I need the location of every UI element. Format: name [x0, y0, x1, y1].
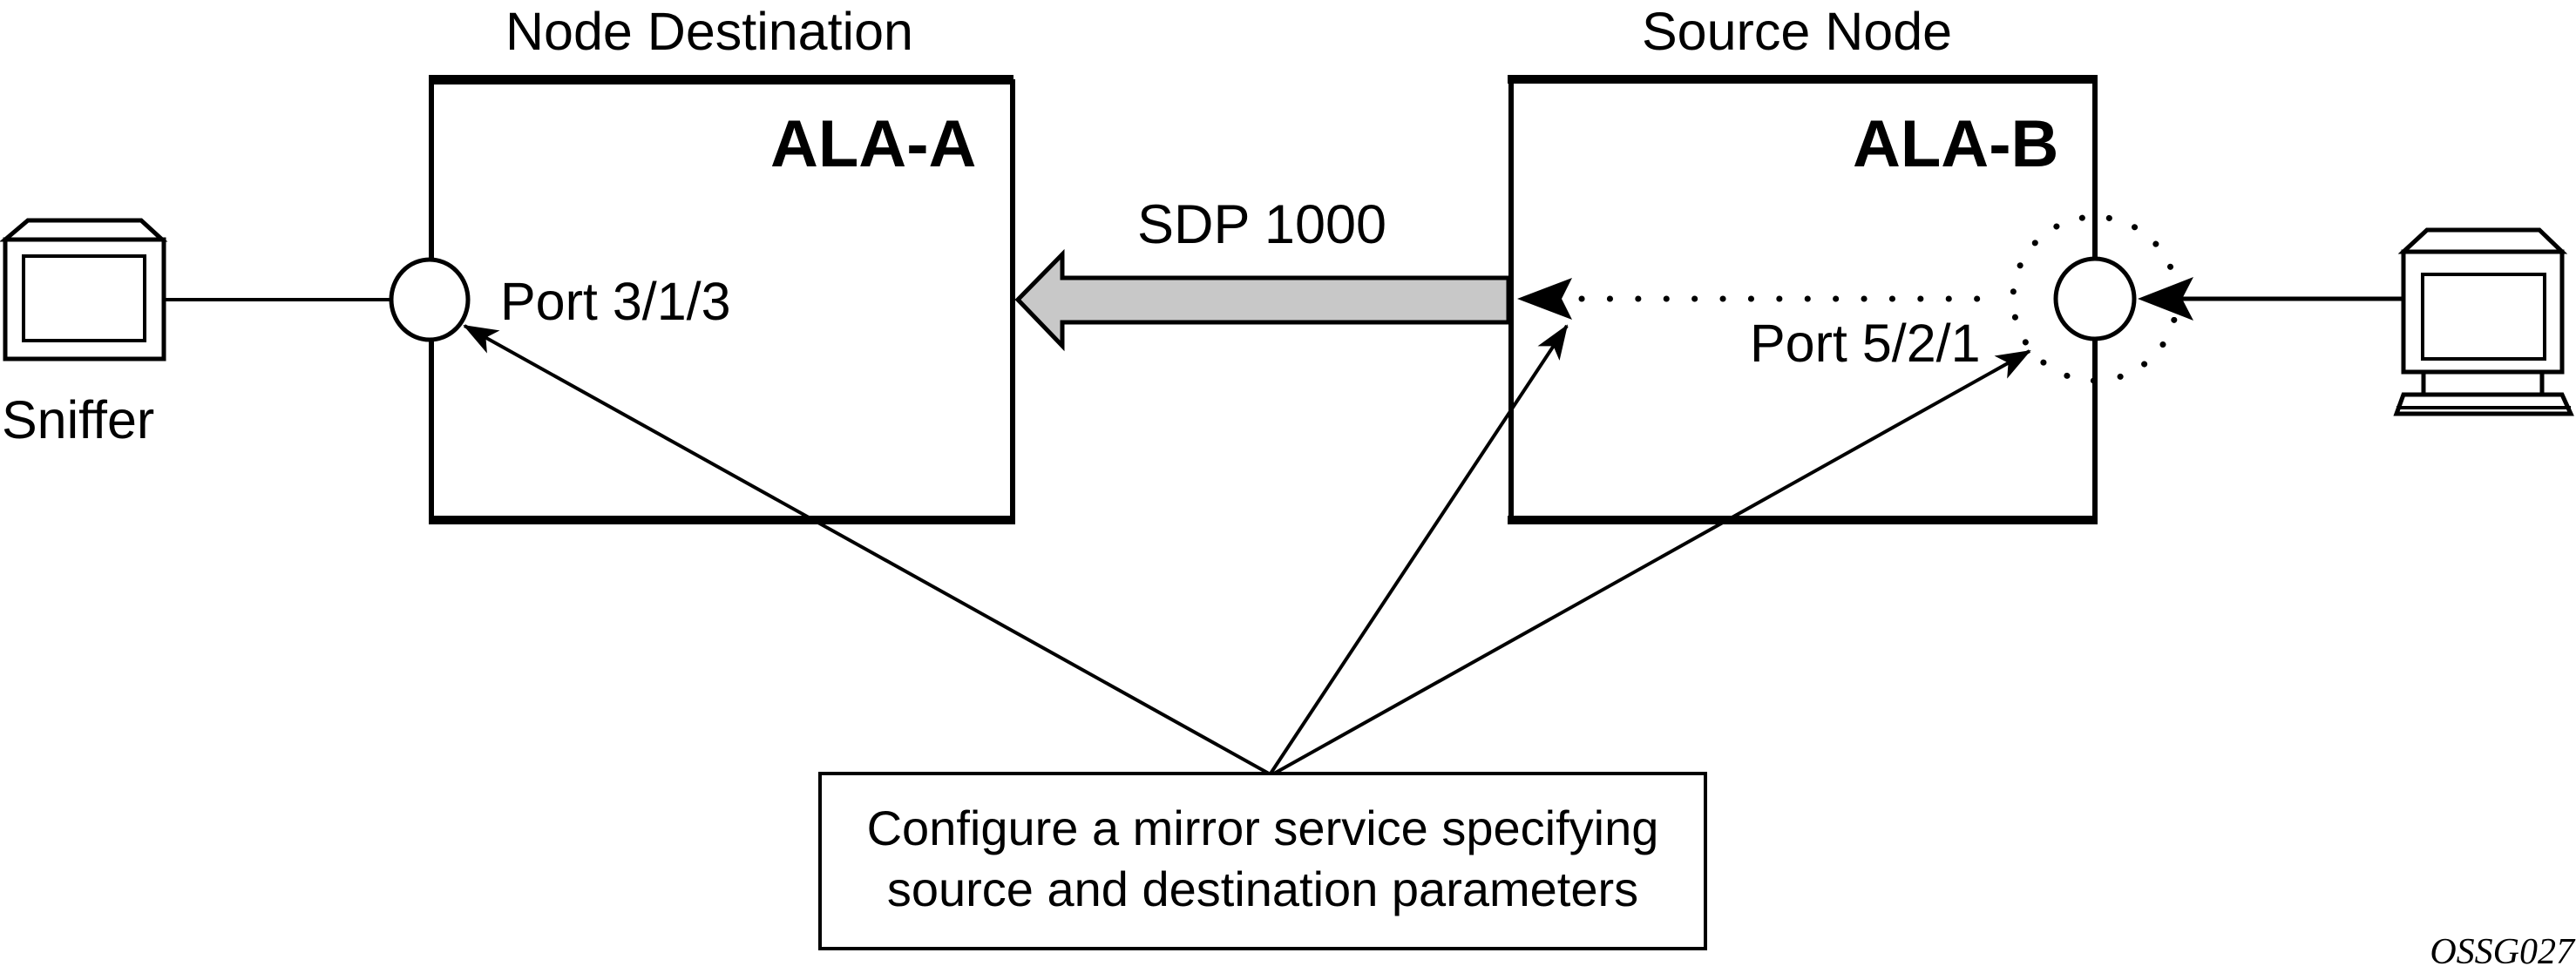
source-computer-icon [2393, 227, 2574, 416]
callout-box [818, 772, 1707, 950]
callout-leader-to-port-5-2-1 [1273, 349, 2031, 775]
sdp-label: SDP 1000 [1137, 194, 1386, 255]
port-3-1-3-circle[interactable] [389, 257, 471, 342]
source-node-heading: Source Node [1642, 2, 1952, 61]
node-ala-a-name: ALA-A [770, 107, 976, 181]
source-traffic-arrowhead-icon [2138, 277, 2193, 321]
mirrored-traffic-arrowhead-icon [1517, 278, 1572, 320]
node-ala-b-name: ALA-B [1853, 107, 2058, 181]
figure-id: OSSG027 [2430, 932, 2576, 972]
sniffer-computer-icon [0, 218, 168, 361]
callout-line-2: source and destination parameters [887, 862, 1638, 916]
destination-node-heading: Node Destination [505, 2, 913, 61]
callout-leader-to-port-3-1-3 [463, 324, 1270, 775]
port-3-1-3-label: Port 3/1/3 [500, 272, 731, 331]
port-5-2-1-label: Port 5/2/1 [1750, 314, 1981, 373]
sdp-tunnel-arrow [1014, 248, 1511, 352]
callout-line-1: Configure a mirror service specifying [867, 801, 1659, 855]
port-5-2-1-circle[interactable] [2053, 256, 2137, 341]
node-ala-b [1508, 75, 2098, 524]
mirror-source-dotted-ring [2010, 213, 2180, 384]
sniffer-label: Sniffer [2, 390, 154, 449]
node-ala-a [429, 75, 1015, 524]
callout-leader-to-sdp [1269, 324, 1569, 775]
